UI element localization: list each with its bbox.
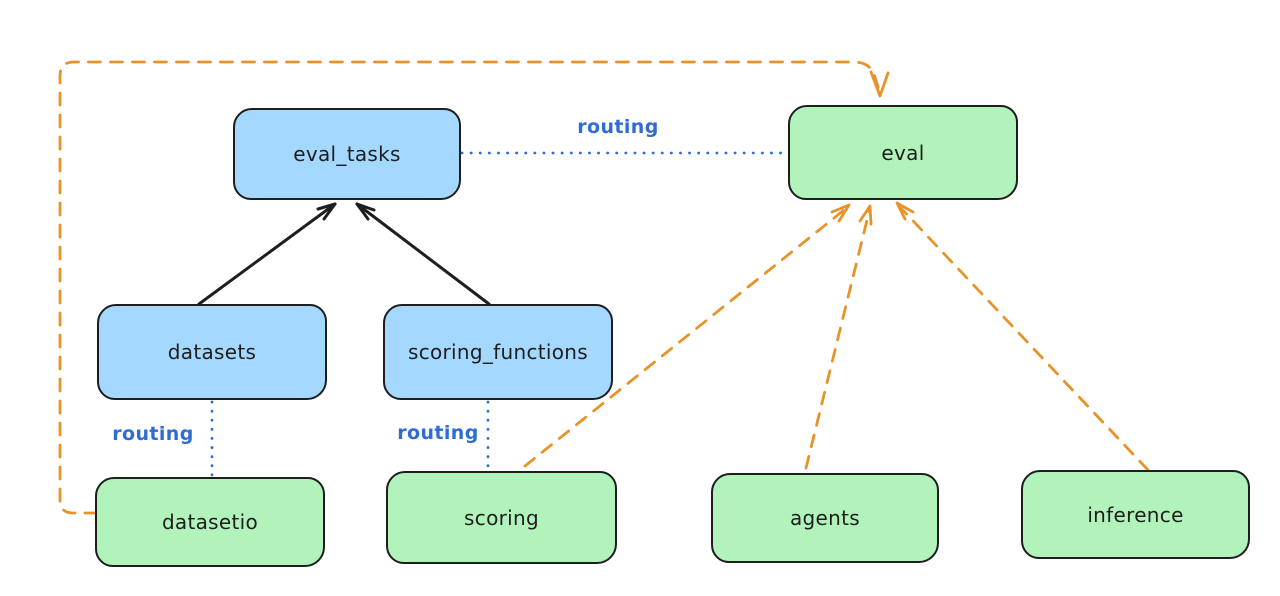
node-datasets[interactable]: datasets: [97, 304, 327, 400]
edge-scoring-to-eval[interactable]: [523, 203, 851, 468]
node-label: datasets: [167, 340, 257, 364]
node-label: eval: [881, 140, 925, 165]
edge-label-routing-eval-tasks-eval: routing: [577, 116, 659, 138]
arrowhead-icon: [869, 70, 890, 98]
node-label: inference: [1087, 502, 1184, 527]
edge-agents-to-eval[interactable]: [804, 204, 873, 470]
node-label: scoring_functions: [407, 340, 589, 364]
edge-line[interactable]: [523, 204, 851, 468]
arrowhead-icon: [858, 204, 873, 226]
edge-line[interactable]: [197, 202, 337, 306]
edge-datasets-to-eval-tasks[interactable]: [197, 202, 337, 306]
arrowhead-icon: [895, 201, 915, 221]
edge-datasetio-to-eval[interactable]: [58, 60, 890, 515]
node-label: datasetio: [161, 510, 259, 534]
edge-inference-to-eval[interactable]: [895, 201, 1150, 472]
node-label: scoring: [464, 505, 539, 530]
node-scoring-functions[interactable]: scoring_functions: [383, 304, 613, 400]
node-eval-tasks[interactable]: eval_tasks: [233, 108, 461, 200]
node-datasetio[interactable]: datasetio: [95, 477, 325, 567]
edge-line[interactable]: [58, 60, 881, 515]
edge-line[interactable]: [897, 204, 1150, 472]
edge-label-routing-datasets-datasetio: routing: [112, 423, 194, 445]
edge-line[interactable]: [355, 202, 491, 306]
arrowhead-icon: [316, 202, 337, 221]
arrowhead-icon: [355, 202, 376, 221]
arrowhead-icon: [830, 203, 851, 223]
node-scoring[interactable]: scoring: [386, 471, 617, 564]
edge-scoring-functions-to-eval-tasks[interactable]: [355, 202, 491, 306]
node-eval[interactable]: eval: [788, 105, 1018, 200]
node-label: eval_tasks: [293, 142, 401, 166]
node-inference[interactable]: inference: [1021, 470, 1250, 559]
edge-line[interactable]: [804, 206, 872, 470]
edge-label-routing-scoring-functions-scoring: routing: [397, 422, 479, 444]
node-label: agents: [790, 506, 860, 530]
node-agents[interactable]: agents: [711, 473, 939, 563]
